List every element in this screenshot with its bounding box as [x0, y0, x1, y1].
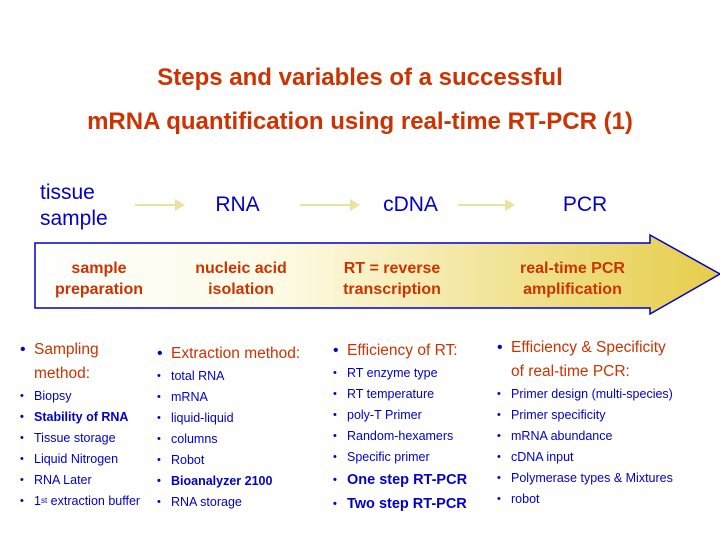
bullet-icon: •	[20, 390, 24, 402]
bullet-icon: •	[157, 370, 161, 382]
list-item: •Polymerase types & Mixtures	[495, 468, 673, 489]
title-line-1: Steps and variables of a successful	[157, 64, 563, 91]
column-1-heading: • Sampling method:	[18, 338, 140, 386]
list-item: •Primer specificity	[495, 405, 673, 426]
list-item: •Tissue storage	[18, 428, 140, 449]
list-item: •robot	[495, 489, 673, 510]
title-line-2: mRNA quantification using real-time RT-P…	[87, 108, 633, 135]
bullet-icon: •	[157, 433, 161, 445]
bullet-icon: •	[333, 367, 337, 379]
list-item: •RNA storage	[155, 492, 300, 513]
bullet-icon: •	[157, 391, 161, 403]
stage-cdna: cDNA	[383, 193, 438, 216]
step-reverse-transcription: RT = reverse transcription	[330, 258, 454, 300]
bullet-icon: •	[497, 409, 501, 421]
step-1-line-2: preparation	[54, 281, 143, 298]
stage-tissue-sample: tissue sample	[40, 181, 108, 230]
bullet-icon: •	[333, 388, 337, 400]
list-item: •Two step RT-PCR	[331, 492, 467, 516]
bullet-icon: •	[20, 495, 24, 507]
bullet-icon: •	[333, 451, 337, 463]
list-item: •liquid-liquid	[155, 408, 300, 429]
column-1-heading-line-2: method:	[34, 365, 91, 382]
bullet-icon: •	[497, 493, 501, 505]
flow-arrow-3	[458, 199, 515, 211]
list-item: •cDNA input	[495, 447, 673, 468]
column-extraction: • Extraction method: •total RNA •mRNA •l…	[155, 342, 300, 513]
step-1-line-1: sample	[71, 260, 127, 277]
bullet-icon: •	[497, 451, 501, 463]
column-4-heading: • Efficiency & Specificity of real-time …	[495, 336, 673, 384]
list-item: •Robot	[155, 450, 300, 471]
column-3-heading-line-1: Efficiency of RT:	[347, 342, 458, 359]
step-real-time-pcr-amplification: real-time PCR amplification	[505, 258, 640, 300]
list-item: •RT enzyme type	[331, 363, 467, 384]
bullet-icon: •	[333, 342, 339, 359]
list-item: •Stability of RNA	[18, 407, 140, 428]
bullet-icon: •	[497, 388, 501, 400]
column-2-list: •total RNA •mRNA •liquid-liquid •columns…	[155, 366, 300, 513]
stage-rna: RNA	[215, 193, 260, 216]
bullet-icon: •	[20, 474, 24, 486]
list-item: •total RNA	[155, 366, 300, 387]
step-2-line-2: isolation	[208, 281, 274, 298]
column-4-list: •Primer design (multi-species) •Primer s…	[495, 384, 673, 510]
column-2-heading-line-1: Extraction method:	[171, 345, 301, 362]
bullet-icon: •	[157, 496, 161, 508]
list-item: •RT temperature	[331, 384, 467, 405]
bullet-icon: •	[497, 472, 501, 484]
column-sampling: • Sampling method: •Biopsy •Stability of…	[18, 338, 140, 512]
column-rt-efficiency: • Efficiency of RT: •RT enzyme type •RT …	[331, 339, 467, 516]
bullet-icon: •	[333, 409, 337, 421]
step-3-line-1: RT = reverse	[343, 260, 441, 277]
column-4-heading-line-2: of real-time PCR:	[511, 363, 630, 380]
bullet-icon: •	[157, 412, 161, 424]
list-item: •One step RT-PCR	[331, 468, 467, 492]
list-item: •RNA Later	[18, 470, 140, 491]
bullet-icon: •	[20, 411, 24, 423]
list-item: •Specific primer	[331, 447, 467, 468]
list-item: •columns	[155, 429, 300, 450]
bullet-icon: •	[20, 341, 26, 358]
list-item: •Primer design (multi-species)	[495, 384, 673, 405]
bullet-icon: •	[157, 454, 161, 466]
column-4-heading-line-1: Efficiency & Specificity	[511, 339, 666, 356]
list-item: •Biopsy	[18, 386, 140, 407]
flow-arrow-1	[135, 199, 185, 211]
list-item: •poly-T Primer	[331, 405, 467, 426]
bullet-icon: •	[333, 474, 337, 486]
column-3-heading: • Efficiency of RT:	[331, 339, 467, 363]
step-sample-preparation: sample preparation	[40, 258, 158, 300]
column-1-list: •Biopsy •Stability of RNA •Tissue storag…	[18, 386, 140, 512]
bullet-icon: •	[20, 453, 24, 465]
bullet-icon: •	[497, 430, 501, 442]
step-2-line-1: nucleic acid	[195, 260, 287, 277]
column-2-heading: • Extraction method:	[155, 342, 300, 366]
column-pcr-efficiency: • Efficiency & Specificity of real-time …	[495, 336, 673, 510]
step-nucleic-acid-isolation: nucleic acid isolation	[180, 258, 302, 300]
bullet-icon: •	[333, 498, 337, 510]
step-3-line-2: transcription	[343, 281, 441, 298]
column-1-heading-line-1: Sampling	[34, 341, 99, 358]
list-item: •1st extraction buffer	[18, 491, 140, 512]
bullet-icon: •	[157, 475, 161, 487]
bullet-icon: •	[333, 430, 337, 442]
list-item: •mRNA abundance	[495, 426, 673, 447]
flow-arrow-2	[300, 199, 360, 211]
bullet-icon: •	[157, 345, 163, 362]
bullet-icon: •	[20, 432, 24, 444]
step-4-line-2: amplification	[523, 281, 622, 298]
list-item: •Bioanalyzer 2100	[155, 471, 300, 492]
bullet-icon: •	[497, 339, 503, 356]
list-item: •Random-hexamers	[331, 426, 467, 447]
column-3-list: •RT enzyme type •RT temperature •poly-T …	[331, 363, 467, 516]
list-item: •mRNA	[155, 387, 300, 408]
step-4-line-1: real-time PCR	[520, 260, 625, 277]
stage-pcr: PCR	[562, 193, 608, 216]
list-item: •Liquid Nitrogen	[18, 449, 140, 470]
